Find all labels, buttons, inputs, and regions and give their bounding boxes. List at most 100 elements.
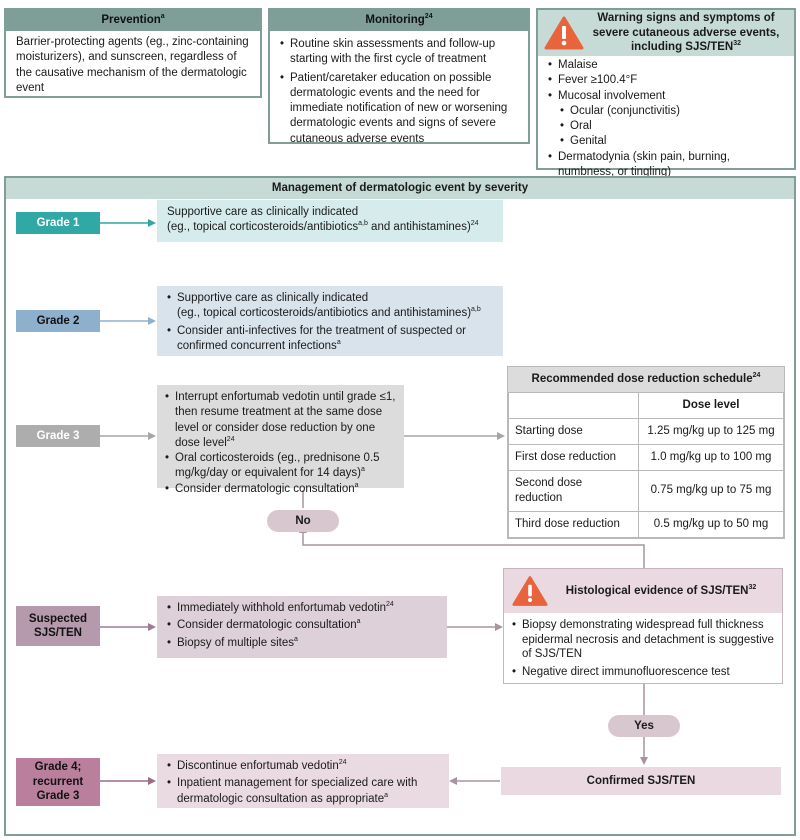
warning-triangle-icon [544,16,584,50]
warning-item-mucosal-text: Mucosal involvement [558,89,666,102]
histology-item: Biopsy demonstrating widespread full thi… [512,618,774,662]
monitoring-item: Routine skin assessments and follow-up s… [280,37,518,68]
grade-4-item2-text: Inpatient management for specialized car… [177,777,418,805]
monitoring-title-text: Monitoring [365,14,425,26]
confirmed-sjs-box: Confirmed SJS/TEN [501,767,781,795]
grade-2-box: Supportive care as clinically indicated (… [157,286,503,356]
table-cell-value: 1.25 mg/kg up to 125 mg [638,417,784,445]
histology-panel: Histological evidence of SJS/TEN32 Biops… [503,568,783,684]
sjs-item2-text: Consider dermatologic consultation [177,619,357,632]
warning-header: Warning signs and symptoms of severe cut… [538,10,794,56]
histology-title-text: Histological evidence of SJS/TEN [565,584,749,597]
warning-subitem-oral: Oral [560,119,784,135]
grade-1-line2-sup: a,b [358,220,368,228]
grade-2-item2-text: Consider anti-infectives for the treatme… [177,324,466,352]
table-row: Starting dose 1.25 mg/kg up to 125 mg [508,417,784,445]
grade-1-label: Grade 1 [16,212,100,234]
grade-3-item1-text: Interrupt enfortumab vedotin until grade… [175,391,396,449]
table-row: First dose reduction 1.0 mg/kg up to 100… [508,443,784,471]
management-panel: Management of dermatologic event by seve… [4,176,796,836]
dose-table: Dose level Starting dose 1.25 mg/kg up t… [508,391,784,538]
management-title: Management of dermatologic event by seve… [6,178,794,199]
grade-4-label-line3: Grade 3 [36,790,80,803]
table-cell-value: 1.0 mg/kg up to 100 mg [638,443,784,471]
histology-title: Histological evidence of SJS/TEN32 [548,584,774,599]
prevention-text: Barrier-protecting agents (eg., zinc-con… [16,35,249,94]
prevention-title-sup: a [160,13,165,21]
grade-4-item1-text: Discontinue enfortumab vedotin [177,760,339,772]
monitoring-panel: Monitoring24 Routine skin assessments an… [268,8,530,145]
monitoring-title-sup: 24 [424,13,433,21]
histology-item: Negative direct immunofluorescence test [512,665,774,680]
prevention-title: Preventiona [6,10,260,31]
warning-item-fever: Fever ≥100.4°F [548,73,784,89]
grade-2-item1-text-b: (eg., topical corticosteroids/antibiotic… [177,307,472,320]
grade-4-box: Discontinue enfortumab vedotin24 Inpatie… [157,754,449,808]
dose-table-title-text: Recommended dose reduction schedule [531,373,753,385]
warning-title-sup: 32 [733,40,742,48]
histology-header: Histological evidence of SJS/TEN32 [504,569,782,613]
grade-3-label: Grade 3 [16,425,100,447]
warning-panel: Warning signs and symptoms of severe cut… [536,8,796,178]
sjs-box: Immediately withhold enfortumab vedotin2… [157,596,447,658]
dose-table-panel: Recommended dose reduction schedule24 Do… [507,366,785,539]
grade-2-item1-text: Supportive care as clinically indicated [177,292,369,304]
table-header-dose-level: Dose level [638,391,784,419]
table-row: Third dose reduction 0.5 mg/kg up to 50 … [508,510,784,538]
sjs-label-line2: SJS/TEN [34,627,82,639]
grade-2-item: Supportive care as clinically indicated (… [167,291,493,322]
grade-4-item: Discontinue enfortumab vedotin24 [167,759,439,775]
warning-title-text: Warning signs and symptoms of severe cut… [592,11,780,54]
table-cell-label: Second dose reduction [508,469,639,512]
grade-4-item2-sup: a [384,791,389,799]
grade-2-item2-sup: a [336,339,341,347]
grade-3-item2-sup: a [361,466,365,474]
sjs-item: Immediately withhold enfortumab vedotin2… [167,601,437,617]
table-cell-label: First dose reduction [508,443,639,471]
sjs-item3-text: Biopsy of multiple sites [177,636,294,649]
grade-1-line2-text: (eg., topical corticosteroids/antibiotic… [167,221,359,234]
sjs-item1-sup: 24 [386,601,394,609]
grade-4-label-line2: recurrent [32,775,84,788]
sjs-item3-sup: a [293,635,298,643]
grade-4-label-line1: Grade 4; [34,761,82,774]
warning-subitem-ocular: Ocular (conjunctivitis) [560,104,784,120]
grade-4-item1-sup: 24 [338,759,347,767]
prevention-panel: Preventiona Barrier-protecting agents (e… [4,8,262,98]
warning-subitem-genital: Genital [560,134,784,150]
warning-item-mucosal: Mucosal involvement Ocular (conjunctivit… [548,89,784,150]
table-header-empty [508,391,639,419]
grade-1-line2-sup2: 24 [470,220,479,228]
table-cell-label: Third dose reduction [508,510,639,538]
table-row: Second dose reduction 0.75 mg/kg up to 7… [508,469,784,512]
monitoring-title: Monitoring24 [270,10,528,31]
prevention-title-text: Prevention [101,14,161,26]
warning-triangle-icon [512,576,548,606]
histology-title-sup: 32 [748,583,757,591]
warning-item-malaise: Malaise [548,58,784,74]
sjs-item: Consider dermatologic consultationa [167,618,437,634]
grade-1-line1: Supportive care as clinically indicated [167,206,359,218]
grade-3-item3-sup: a [354,481,359,489]
dose-table-title-sup: 24 [752,372,761,380]
warning-title: Warning signs and symptoms of severe cut… [584,11,788,55]
sjs-item1-text: Immediately withhold enfortumab vedotin [177,602,387,614]
sjs-label: Suspected SJS/TEN [16,606,100,646]
sjs-item2-sup: a [356,618,361,626]
warning-item-dermatodynia: Dermatodynia (skin pain, burning, numbne… [548,150,784,181]
grade-2-item: Consider anti-infectives for the treatme… [167,324,493,355]
grade-2-label: Grade 2 [16,310,100,332]
table-cell-label: Starting dose [508,417,639,445]
grade-1-line2-text-b: and antihistamines) [367,221,471,234]
dose-table-title: Recommended dose reduction schedule24 [508,367,784,392]
grade-3-item: Consider dermatologic consultationa [165,481,396,498]
no-pill: No [267,510,339,532]
sjs-label-line1: Suspected [28,612,88,625]
grade-2-item1-sup: a,b [471,306,481,314]
grade-3-item1-sup: 24 [226,436,235,444]
table-cell-value: 0.75 mg/kg up to 75 mg [638,469,784,512]
grade-3-item: Interrupt enfortumab vedotin until grade… [165,390,396,451]
grade-1-line2: (eg., topical corticosteroids/antibiotic… [167,220,493,235]
yes-pill: Yes [608,715,680,737]
